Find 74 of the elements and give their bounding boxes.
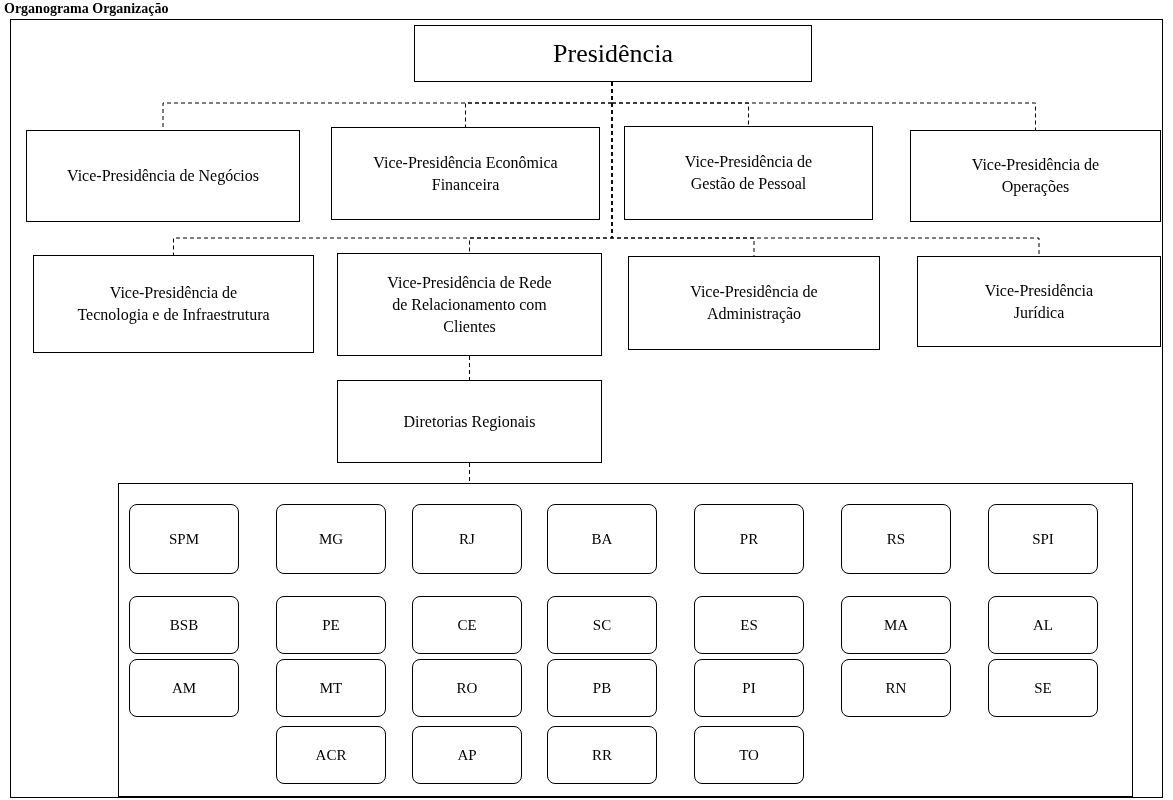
box-label: MG bbox=[318, 530, 344, 549]
box-label: Vice-Presidência de Operações bbox=[970, 155, 1101, 198]
region-box bbox=[276, 659, 386, 717]
box-label: Vice-Presidência de Administração bbox=[689, 282, 819, 325]
box-label: Vice-Presidência de Tecnologia e de Infraestrutura bbox=[76, 283, 271, 326]
region-box bbox=[547, 726, 657, 784]
region-box bbox=[276, 504, 386, 574]
org-box bbox=[337, 253, 602, 356]
region-box bbox=[129, 504, 239, 574]
region-box bbox=[988, 659, 1098, 717]
region-box bbox=[988, 504, 1098, 574]
region-box bbox=[547, 596, 657, 654]
org-box bbox=[624, 126, 873, 220]
connector-line bbox=[469, 462, 470, 484]
org-box bbox=[628, 256, 880, 350]
region-box bbox=[547, 659, 657, 717]
box-label: PB bbox=[592, 679, 612, 698]
org-box bbox=[910, 130, 1161, 222]
box-label: BA bbox=[591, 530, 613, 549]
box-label: PR bbox=[739, 530, 759, 549]
region-box bbox=[412, 596, 522, 654]
box-label: SPI bbox=[1032, 530, 1054, 549]
region-box bbox=[412, 726, 522, 784]
org-box bbox=[337, 380, 602, 463]
region-box bbox=[694, 726, 804, 784]
box-label: Vice-Presidência Jurídica bbox=[983, 280, 1095, 323]
box-label: ACR bbox=[315, 746, 347, 765]
org-box bbox=[414, 25, 812, 82]
region-box bbox=[276, 726, 386, 784]
box-label: AL bbox=[1033, 616, 1053, 635]
box-label: PE bbox=[322, 616, 340, 635]
diagram-title: Organograma Organização bbox=[4, 0, 169, 17]
box-label: SE bbox=[1034, 679, 1052, 698]
region-box bbox=[694, 659, 804, 717]
box-label: RN bbox=[885, 679, 907, 698]
box-label: MT bbox=[319, 679, 343, 698]
box-label: RR bbox=[592, 746, 612, 765]
box-label: BSB bbox=[169, 616, 199, 635]
box-label: Vice-Presidência de Gestão de Pessoal bbox=[683, 152, 814, 194]
box-label: Presidência bbox=[553, 38, 673, 70]
region-box bbox=[412, 504, 522, 574]
region-box bbox=[841, 504, 951, 574]
region-box bbox=[841, 596, 951, 654]
box-label: Vice-Presidência de Negócios bbox=[67, 166, 259, 187]
box-label: ES bbox=[740, 616, 758, 635]
box-label: SC bbox=[592, 616, 612, 635]
box-label: AM bbox=[171, 679, 197, 698]
box-label: AP bbox=[457, 746, 477, 765]
box-label: PI bbox=[742, 679, 756, 698]
box-label: RJ bbox=[459, 530, 475, 549]
region-box bbox=[988, 596, 1098, 654]
connector-line bbox=[469, 355, 470, 381]
box-label: TO bbox=[739, 746, 759, 765]
box-label: MA bbox=[883, 616, 909, 635]
region-box bbox=[694, 596, 804, 654]
region-box bbox=[276, 596, 386, 654]
box-label: Vice-Presidência de Rede de Relacionamento com Clientes bbox=[386, 272, 553, 337]
region-box bbox=[547, 504, 657, 574]
box-label: RS bbox=[886, 530, 906, 549]
region-box bbox=[129, 659, 239, 717]
region-box bbox=[412, 659, 522, 717]
org-box bbox=[917, 256, 1161, 347]
region-box bbox=[129, 596, 239, 654]
org-box bbox=[26, 130, 300, 222]
org-box bbox=[33, 255, 314, 353]
box-label: Diretorias Regionais bbox=[403, 411, 536, 433]
group-box bbox=[118, 483, 1133, 797]
region-box bbox=[694, 504, 804, 574]
box-label: RO bbox=[456, 679, 478, 698]
region-box bbox=[841, 659, 951, 717]
box-label: CE bbox=[457, 616, 477, 635]
org-box bbox=[331, 127, 600, 220]
box-label: Vice-Presidência Econômica Financeira bbox=[372, 152, 559, 195]
box-label: SPM bbox=[169, 530, 199, 549]
